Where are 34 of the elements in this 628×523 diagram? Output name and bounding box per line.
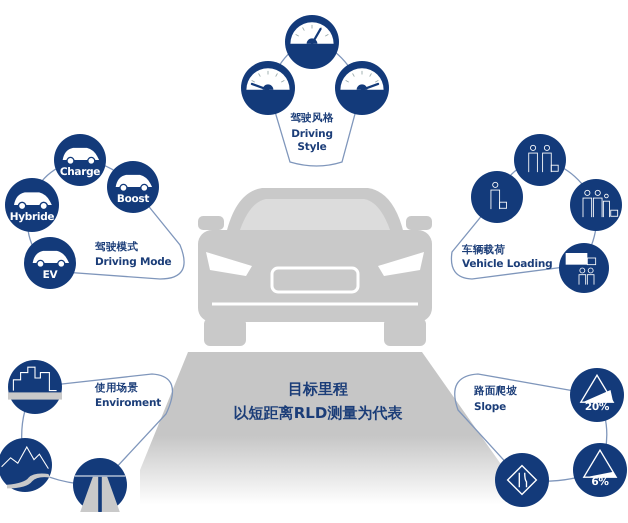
circle-label: EV (42, 269, 58, 282)
gauge-circle (335, 61, 389, 115)
circle-label: 6% (590, 476, 610, 490)
load-circle (514, 134, 566, 186)
road-subtitle: 以短距离RLD测量为代表 (232, 404, 404, 423)
mode-circle (54, 134, 106, 186)
slope-circle (570, 368, 624, 422)
gauge-circle (285, 15, 339, 69)
load-circle (471, 171, 523, 223)
group-subtitle: Vehicle Loading (462, 258, 552, 271)
group-title: 驾驶风格 (289, 112, 335, 125)
group-title: 驾驶模式 (95, 241, 138, 254)
mode-circle (107, 161, 159, 213)
group-subtitle: Driving Style (290, 128, 334, 154)
scene-circle (73, 458, 127, 512)
circle-label: Charge (58, 166, 102, 180)
slope-circle (573, 443, 627, 497)
load-circle (570, 179, 622, 231)
group-subtitle: Slope (474, 401, 506, 414)
group-subtitle: Driving Mode (95, 256, 172, 269)
mode-circle (24, 237, 76, 289)
mode-circle (5, 178, 59, 232)
scene-circle (0, 438, 52, 492)
scene-circle (8, 360, 62, 414)
circle-label: Boost (116, 193, 150, 206)
group-title: 车辆载荷 (462, 244, 506, 257)
road-title: 目标里程 (287, 380, 349, 399)
circle-label: Hybride (8, 211, 56, 224)
slope-circle (495, 453, 549, 507)
group-title: 路面爬坡 (474, 385, 518, 398)
group-title: 使用场景 (95, 382, 138, 395)
load-circle (559, 243, 609, 293)
group-subtitle: Enviroment (95, 397, 162, 410)
circle-label: 20% (584, 401, 610, 414)
